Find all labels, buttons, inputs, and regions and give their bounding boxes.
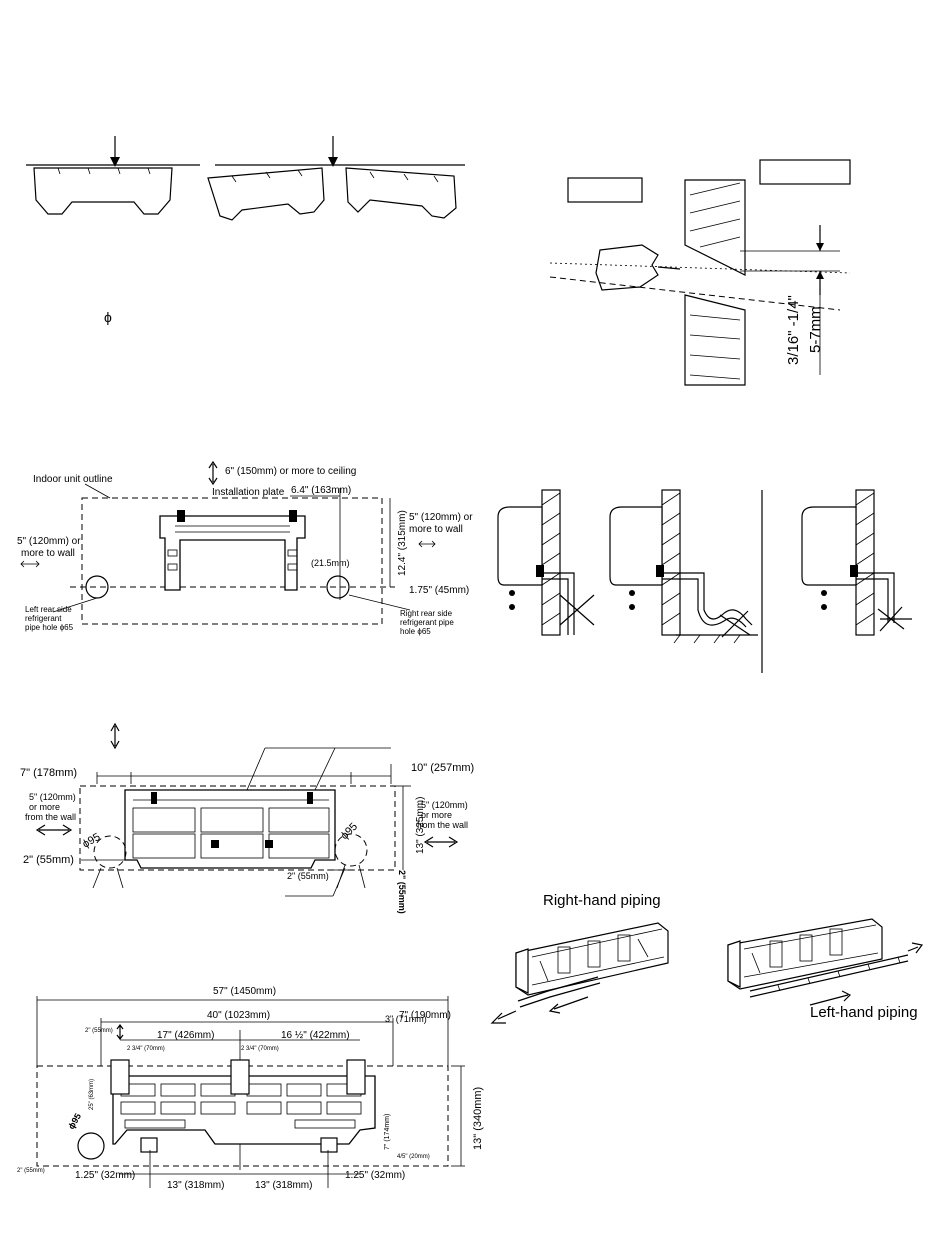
svg-text:1.25" (32mm): 1.25" (32mm) bbox=[75, 1170, 135, 1181]
right-hand-piping-label: Right-hand piping bbox=[543, 892, 661, 909]
svg-text:13" (318mm): 13" (318mm) bbox=[255, 1180, 312, 1191]
clip-mid: 2 3/4" (70mm) bbox=[241, 1046, 279, 1052]
right-hole-dia: ϕ95 bbox=[339, 821, 361, 843]
dimension-inch: 3/16" -1/4" bbox=[785, 295, 802, 365]
svg-text:pipe hole ϕ65: pipe hole ϕ65 bbox=[25, 623, 74, 632]
ceiling-clearance: 6" (150mm) or more to ceiling bbox=[225, 466, 356, 477]
left-bottom-small: 2" (55mm) bbox=[17, 1168, 45, 1174]
svg-text:hole ϕ65: hole ϕ65 bbox=[400, 627, 431, 636]
left-vert: 25" (63mm) bbox=[89, 1079, 95, 1110]
svg-text:13" (318mm): 13" (318mm) bbox=[167, 1180, 224, 1191]
svg-text:more to wall: more to wall bbox=[21, 548, 75, 559]
drill-hole-diagram: 3/16" -1/4" 5-7mm bbox=[549, 159, 851, 386]
svg-text:or more: or more bbox=[421, 810, 452, 820]
bottom-right-small: 4/5" (20mm) bbox=[397, 1154, 430, 1160]
clip-left: 2 3/4" (70mm) bbox=[127, 1046, 165, 1052]
drain-hose-diagram bbox=[497, 489, 912, 673]
vertical-dim: 2" (55mm) bbox=[397, 870, 407, 914]
label-box-right bbox=[759, 159, 851, 185]
svg-text:5" (120mm): 5" (120mm) bbox=[29, 792, 76, 802]
svg-text:from the wall: from the wall bbox=[417, 820, 468, 830]
svg-text:refrigerant pipe: refrigerant pipe bbox=[400, 618, 454, 627]
installation-plate-small: 6" (150mm) or more to ceiling Indoor uni… bbox=[17, 460, 473, 636]
height-dim: 13" (325mm) bbox=[415, 797, 426, 854]
svg-text:more to wall: more to wall bbox=[409, 524, 463, 535]
svg-text:5" (120mm) or: 5" (120mm) or bbox=[409, 512, 473, 523]
right-vert: 7" (174mm) bbox=[384, 1114, 391, 1150]
left-top-dim: 7" (178mm) bbox=[20, 767, 77, 779]
height-dim: 12.4" (315mm) bbox=[397, 510, 408, 576]
right-top-dim: 10" (257mm) bbox=[411, 762, 474, 774]
dimension-mm: 5-7mm bbox=[807, 306, 824, 353]
svg-text:or more: or more bbox=[29, 802, 60, 812]
clip-right: 3" (71mm) bbox=[385, 1014, 427, 1024]
right-span: 16 ½" (422mm) bbox=[281, 1030, 350, 1041]
hole-dia: ϕ95 bbox=[66, 1111, 83, 1131]
left-hand-piping-label: Left-hand piping bbox=[810, 1004, 918, 1021]
installation-plate-large: 57" (1450mm) 40" (1023mm) 7" (190mm) 2" … bbox=[17, 986, 484, 1191]
svg-text:Right rear side: Right rear side bbox=[400, 609, 453, 618]
outline-label: Indoor unit outline bbox=[33, 474, 113, 485]
right-top: 7" (190mm) bbox=[399, 1010, 451, 1021]
left-hole-dia: ϕ95 bbox=[81, 831, 103, 851]
bottom-dim: 1.75" (45mm) bbox=[409, 585, 469, 596]
svg-text:Left rear side: Left rear side bbox=[25, 605, 72, 614]
svg-text:5" (120mm): 5" (120mm) bbox=[421, 800, 468, 810]
svg-text:1.25" (32mm): 1.25" (32mm) bbox=[345, 1170, 405, 1181]
svg-text:5" (120mm) or: 5" (120mm) or bbox=[17, 536, 81, 547]
pipe-cutting-diagram: ϕ bbox=[26, 136, 465, 325]
left-bottom-dim: 2" (55mm) bbox=[23, 854, 74, 866]
installation-plate-medium: 7" (178mm) 10" (257mm) ϕ95 ϕ95 5" (120mm… bbox=[20, 722, 474, 914]
piping-diagram bbox=[490, 918, 924, 1024]
svg-text:refrigerant: refrigerant bbox=[25, 614, 62, 623]
phi-symbol: ϕ bbox=[104, 309, 112, 325]
top-right-dim: 6.4" (163mm) bbox=[291, 485, 351, 496]
height: 13" (340mm) bbox=[472, 1087, 484, 1150]
overall-width: 57" (1450mm) bbox=[213, 986, 276, 997]
svg-text:from the wall: from the wall bbox=[25, 812, 76, 822]
right-bottom-dim: 2" (55mm) bbox=[287, 871, 329, 881]
small-top: 2" (55mm) bbox=[85, 1028, 113, 1034]
small-dim: (21.5mm) bbox=[311, 558, 350, 568]
inner-width: 40" (1023mm) bbox=[207, 1010, 270, 1021]
plate-label: Installation plate bbox=[212, 487, 285, 498]
left-span: 17" (426mm) bbox=[157, 1030, 214, 1041]
label-box-left bbox=[567, 177, 643, 203]
